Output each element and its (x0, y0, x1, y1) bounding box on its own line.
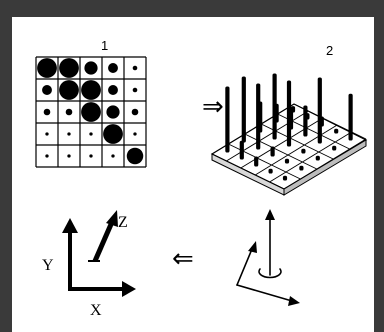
matrix-dot (89, 132, 93, 136)
z-axis-arrowhead-icon (106, 210, 118, 227)
tilted-axis-left-arrowhead-icon (248, 241, 257, 253)
x-axis-arrowhead-icon (122, 281, 136, 297)
plot-bar (317, 77, 322, 144)
plot-bar (256, 83, 261, 150)
matrix-dot (126, 147, 144, 165)
y-axis-label: Y (42, 257, 54, 274)
rotation-sketch (236, 209, 300, 306)
plot-bar (282, 175, 288, 181)
rotation-circle-icon (258, 268, 282, 279)
plot-bar (272, 73, 277, 140)
figure-panel: 1 ⇒ 2 (12, 17, 374, 332)
matrix-dot (81, 102, 101, 122)
tilted-axis-right (236, 284, 293, 302)
plot-bar (241, 76, 246, 143)
matrix-dot (43, 108, 51, 116)
plot-bars (225, 73, 353, 181)
matrix-dot (42, 85, 52, 95)
arrow-right-icon: ⇒ (202, 92, 224, 121)
iso-grid-line (254, 124, 338, 176)
matrix-dot (81, 80, 101, 100)
matrix-dot (108, 63, 118, 73)
matrix-dot (65, 108, 73, 116)
matrix-dot (103, 124, 123, 144)
matrix-dot (131, 108, 139, 116)
plot-bar (334, 128, 339, 134)
matrix-dot (133, 132, 137, 136)
plot-bar (299, 165, 304, 171)
x-axis-label: X (90, 302, 102, 319)
plot-base-front-right (283, 139, 367, 196)
arrow-left-icon: ⇐ (172, 244, 194, 273)
rotation-axis-arrowhead-icon (265, 209, 275, 220)
dot-matrix-dots (37, 58, 144, 165)
plot-bar (225, 86, 230, 153)
tilted-axis-right-arrowhead-icon (288, 296, 300, 306)
plot-bar (268, 168, 273, 174)
matrix-dot (67, 154, 71, 158)
matrix-dot (59, 58, 79, 78)
matrix-dot (106, 105, 120, 119)
plot-bar (348, 93, 353, 141)
z-axis-line (92, 221, 115, 262)
plot-bar (270, 146, 275, 157)
plot-bar (286, 80, 292, 147)
panel-1-label: 1 (101, 38, 108, 53)
matrix-dot (111, 154, 115, 158)
panel-2-label: 2 (326, 43, 333, 58)
matrix-dot (67, 132, 71, 136)
plot-bar (301, 148, 306, 154)
matrix-dot (132, 65, 138, 71)
matrix-dot (45, 154, 49, 158)
tilted-axis-left (236, 248, 253, 286)
plot-bar (315, 155, 320, 161)
plot-bar (284, 158, 290, 164)
iso-grid-line (269, 131, 352, 183)
plot-bar (239, 140, 244, 160)
z-axis-label: Z (118, 214, 128, 231)
matrix-dot (89, 154, 93, 158)
xyz-axes: Y X Z (42, 210, 136, 319)
matrix-dot (132, 87, 138, 93)
plot-bar (332, 145, 337, 151)
plot-bar (254, 156, 259, 167)
iso-grid-line (283, 138, 367, 190)
bar-plot-3d-panel: 2 (210, 43, 368, 196)
matrix-dot (45, 132, 49, 136)
matrix-dot (59, 80, 79, 100)
plot-bar (303, 105, 308, 137)
matrix-dot (108, 85, 118, 95)
dot-matrix-grid (35, 56, 147, 168)
matrix-dot (37, 58, 57, 78)
iso-grid-line (211, 153, 285, 190)
y-axis-arrowhead-icon (62, 218, 78, 233)
matrix-dot (84, 61, 98, 75)
figure-svg: 1 ⇒ 2 (35, 38, 368, 319)
dot-matrix-panel: 1 (35, 38, 147, 168)
